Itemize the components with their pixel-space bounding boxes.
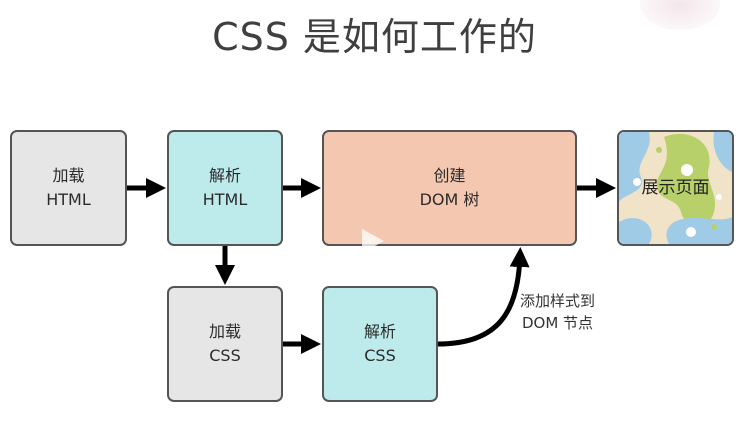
node-load-css: 加载 CSS: [167, 286, 283, 402]
node-parse-css: 解析 CSS: [322, 286, 438, 402]
arrow-parse-css-to-create-dom: [437, 247, 530, 347]
node-load-html: 加载 HTML: [10, 130, 127, 246]
webpage-illustration-icon: [619, 132, 732, 244]
edge-label-line1: 添加样式到: [520, 292, 596, 310]
node-load-css-line2: CSS: [209, 346, 241, 365]
node-create-dom: 创建 DOM 树: [322, 130, 577, 246]
node-parse-html-line1: 解析: [208, 166, 241, 185]
node-create-dom-line2: DOM 树: [419, 190, 480, 209]
node-parse-css-line1: 解析: [363, 322, 396, 341]
node-parse-html: 解析 HTML: [167, 130, 283, 246]
node-display-page-label: 展示页面: [641, 178, 710, 198]
node-load-css-line1: 加载: [208, 322, 241, 341]
node-parse-css-line2: CSS: [364, 346, 396, 365]
play-icon[interactable]: [362, 229, 384, 253]
page-title: CSS 是如何工作的: [212, 15, 537, 59]
node-load-html-line2: HTML: [46, 190, 91, 209]
node-load-html-line1: 加载: [52, 166, 85, 185]
edge-label-line2: DOM 节点: [521, 314, 594, 332]
node-create-dom-line1: 创建: [433, 166, 466, 185]
edge-label-add-styles: 添加样式到 DOM 节点: [520, 290, 595, 334]
node-display-page: 展示页面: [617, 130, 734, 246]
node-parse-html-line2: HTML: [202, 190, 248, 209]
